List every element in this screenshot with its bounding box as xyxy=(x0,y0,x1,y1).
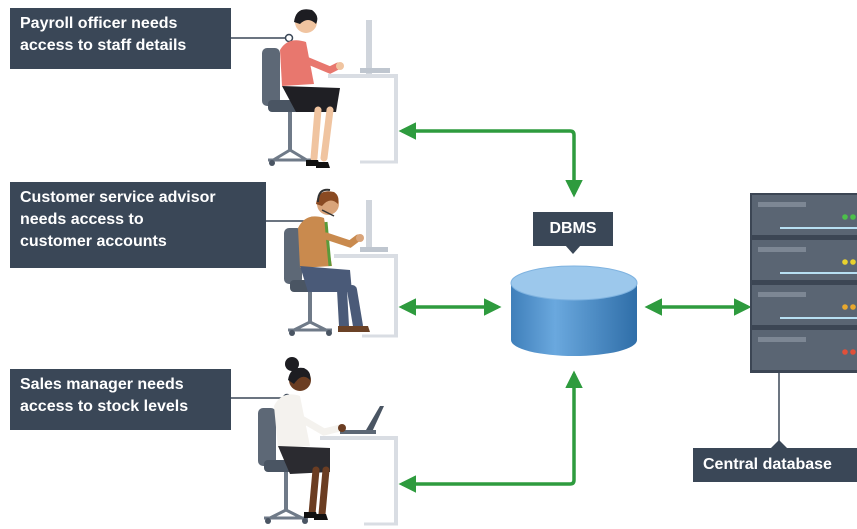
server-rack-icon xyxy=(750,193,857,373)
dbms-label: DBMS xyxy=(533,212,613,246)
customer-service-advisor-label: Customer service advisor needs access to… xyxy=(10,182,266,268)
sales-manager-label: Sales manager needs access to stock leve… xyxy=(10,369,231,430)
arrow-sales-dbms xyxy=(398,370,583,493)
payroll-officer-label: Payroll officer needs access to staff de… xyxy=(10,8,231,69)
dbms-label-pointer xyxy=(565,245,581,254)
central-label-pointer xyxy=(771,440,787,448)
dbms-cylinder-icon xyxy=(510,265,638,356)
person-with-headset-icon xyxy=(284,188,398,338)
person-at-laptop-icon xyxy=(258,357,398,526)
payroll-connector-dot xyxy=(284,33,294,43)
person-at-desktop-icon xyxy=(262,9,398,168)
central-database-label: Central database xyxy=(693,448,857,482)
arrow-payroll-dbms xyxy=(398,122,583,198)
